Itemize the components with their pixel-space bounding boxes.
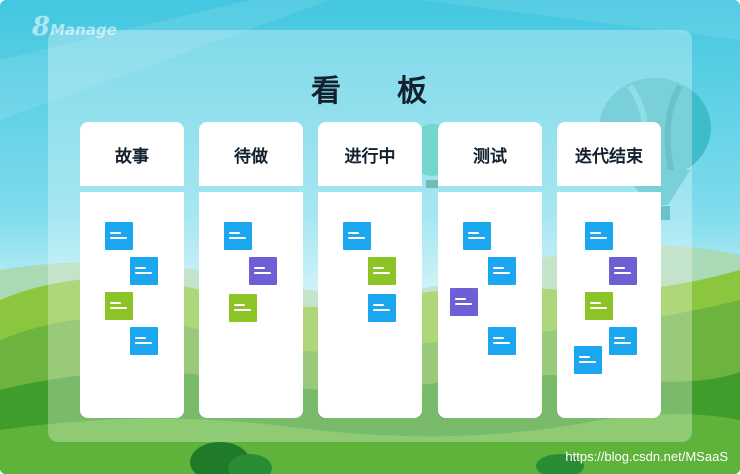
task-card-blue[interactable] — [609, 327, 637, 355]
task-card-blue[interactable] — [585, 222, 613, 250]
column-header: 进行中 — [318, 122, 422, 186]
task-card-green[interactable] — [368, 257, 396, 285]
column-header: 待做 — [199, 122, 303, 186]
task-card-blue[interactable] — [224, 222, 252, 250]
kanban-column: 进行中 — [318, 122, 422, 418]
task-card-green[interactable] — [105, 292, 133, 320]
task-card-blue[interactable] — [368, 294, 396, 322]
column-header: 迭代结束 — [557, 122, 661, 186]
column-header: 故事 — [80, 122, 184, 186]
logo: 8Manage — [32, 12, 117, 42]
task-card-green[interactable] — [585, 292, 613, 320]
task-card-blue[interactable] — [488, 327, 516, 355]
title-left: 看 — [311, 74, 343, 109]
watermark: https://blog.csdn.net/MSaaS — [565, 449, 728, 464]
task-card-purple[interactable] — [609, 257, 637, 285]
task-card-green[interactable] — [229, 294, 257, 322]
task-card-blue[interactable] — [343, 222, 371, 250]
task-card-blue[interactable] — [130, 327, 158, 355]
title-right: 板 — [397, 74, 429, 109]
task-card-purple[interactable] — [249, 257, 277, 285]
kanban-column: 故事 — [80, 122, 184, 418]
logo-number: 8 — [32, 12, 51, 42]
task-card-blue[interactable] — [488, 257, 516, 285]
kanban-column: 待做 — [199, 122, 303, 418]
column-header: 测试 — [438, 122, 542, 186]
task-card-blue[interactable] — [463, 222, 491, 250]
task-card-purple[interactable] — [450, 288, 478, 316]
page-title: 看板 — [0, 66, 740, 110]
task-card-blue[interactable] — [574, 346, 602, 374]
task-card-blue[interactable] — [105, 222, 133, 250]
kanban-column: 迭代结束 — [557, 122, 661, 418]
task-card-blue[interactable] — [130, 257, 158, 285]
kanban-column: 测试 — [438, 122, 542, 418]
logo-text: Manage — [50, 21, 117, 39]
